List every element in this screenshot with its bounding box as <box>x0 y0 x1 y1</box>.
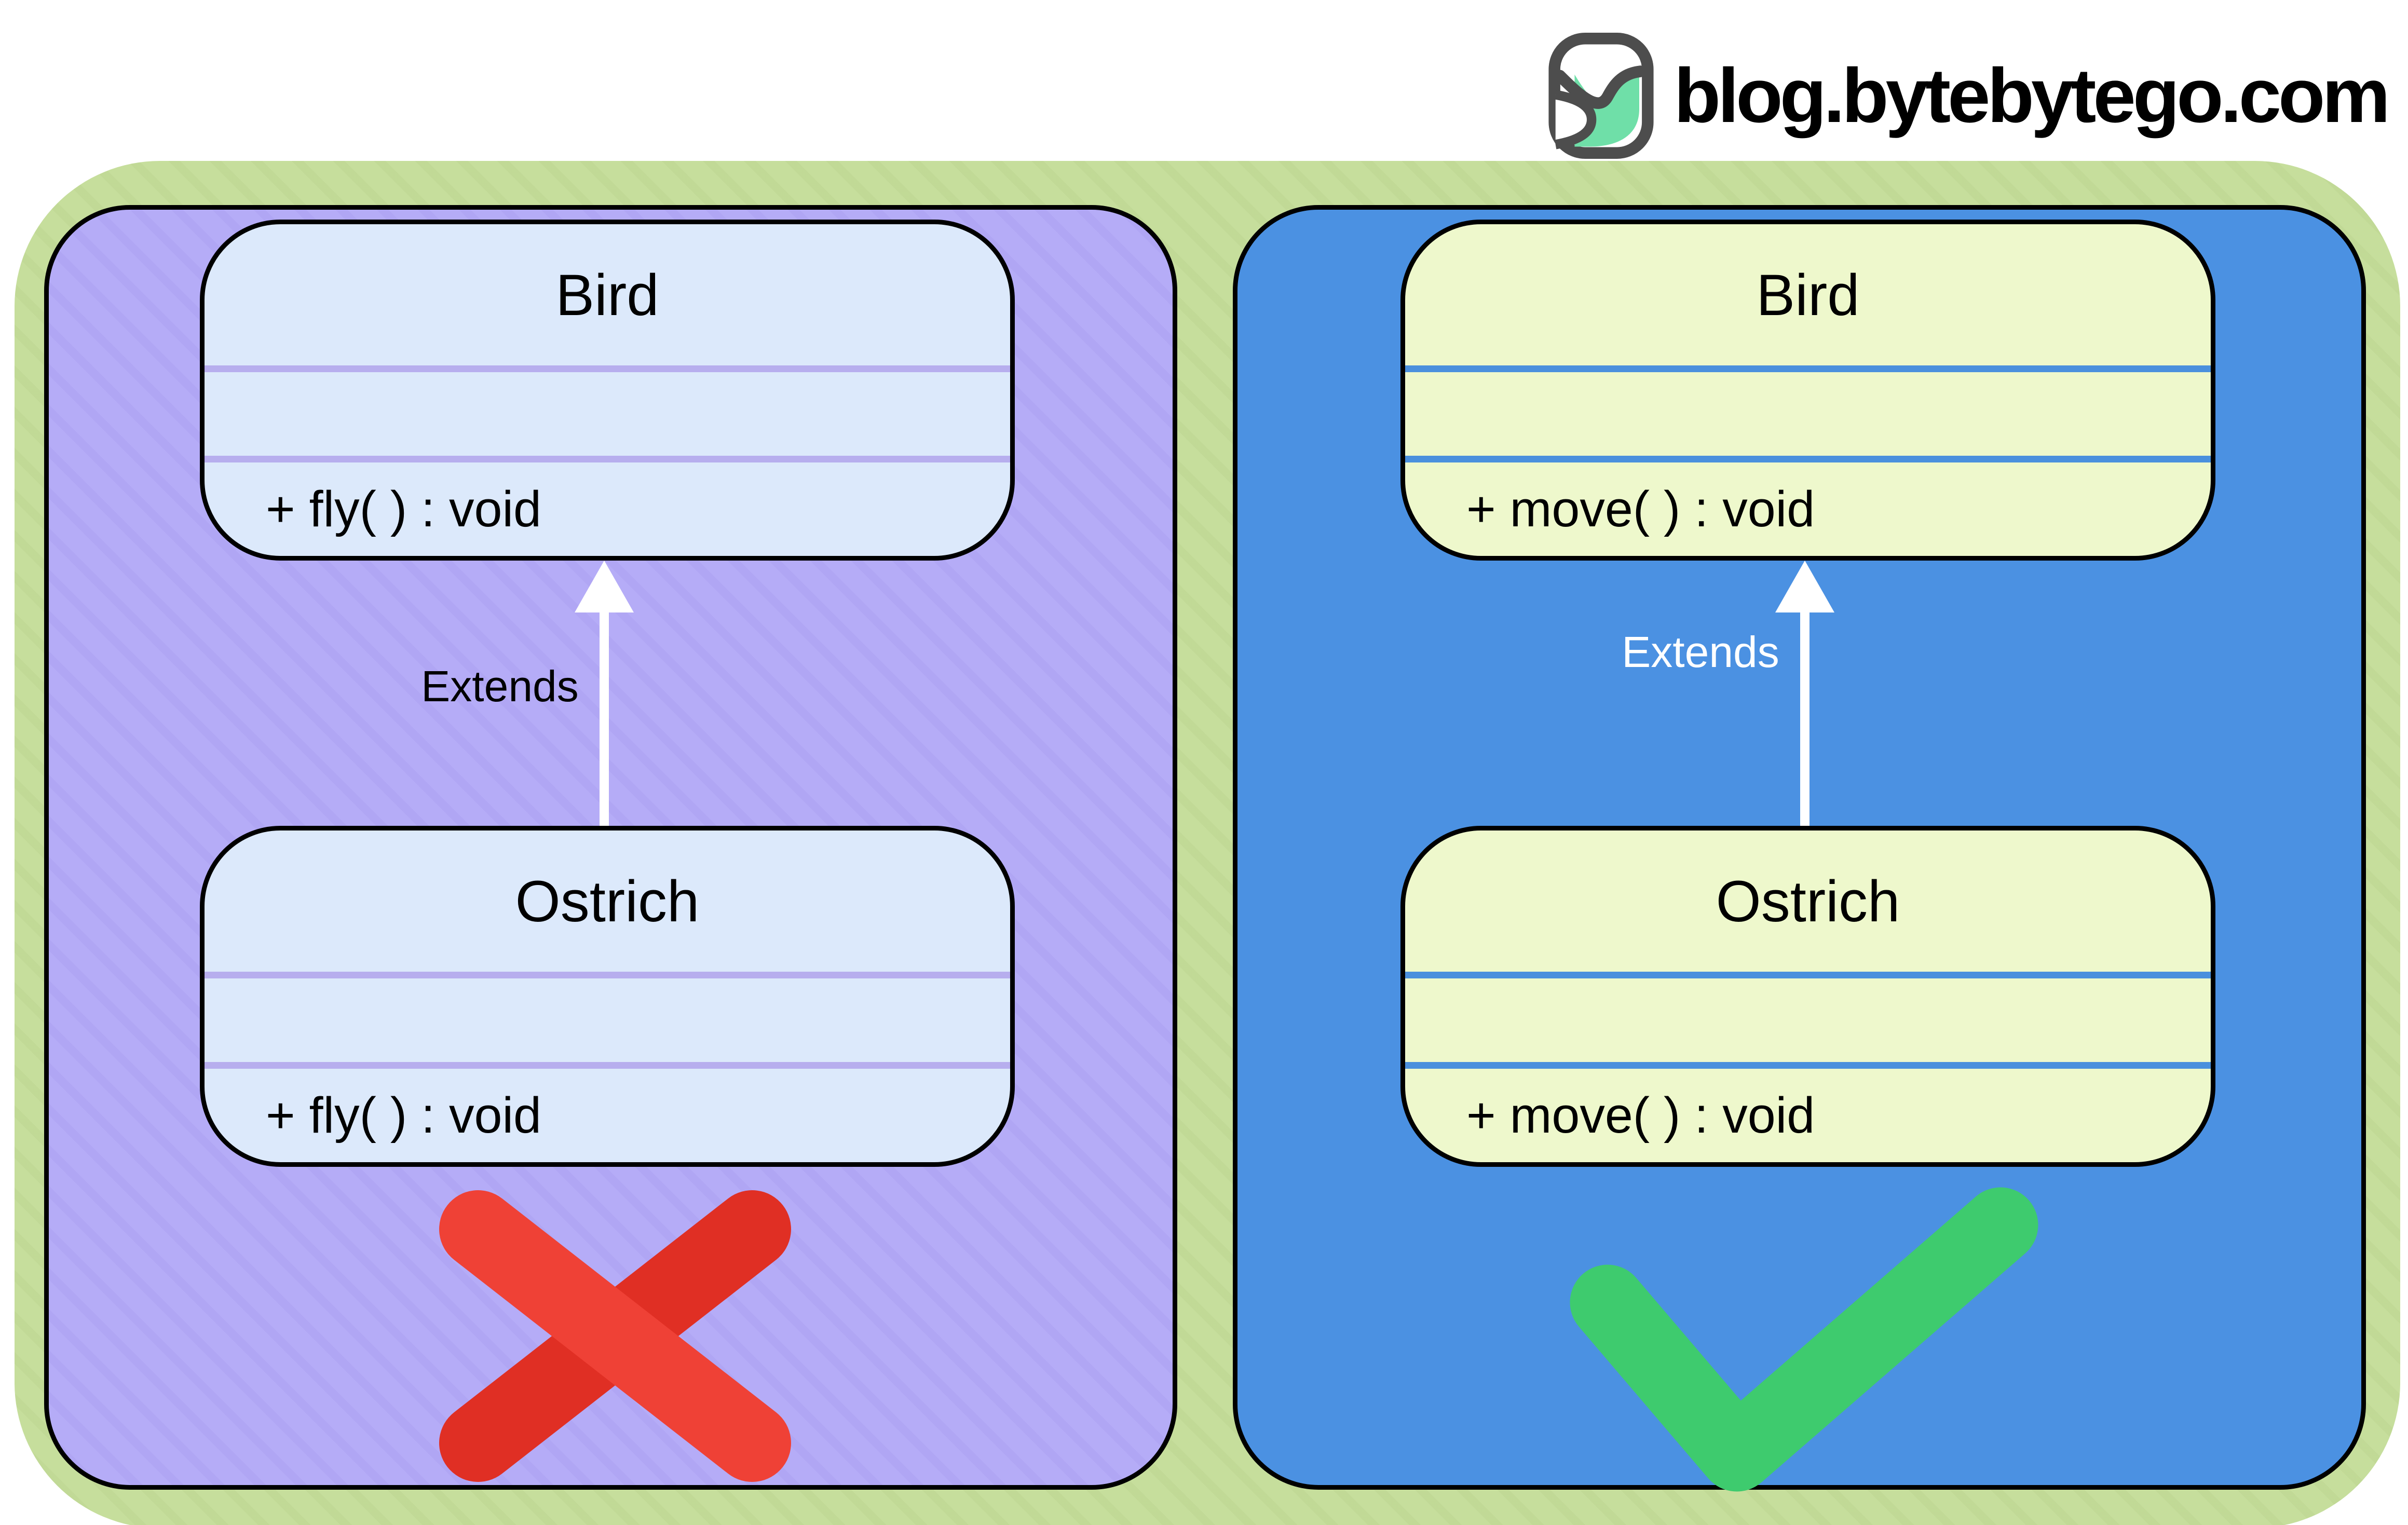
extends-label: Extends <box>1622 628 1779 676</box>
class-method: + move( ) : void <box>1466 1087 1815 1143</box>
class-box-ostrich-good: Ostrich + move( ) : void <box>1400 826 2215 1167</box>
class-title: Ostrich <box>1716 868 1900 934</box>
class-attributes-section <box>1405 365 2211 462</box>
class-method: + move( ) : void <box>1466 481 1815 537</box>
check-icon <box>1570 1187 2038 1492</box>
class-title: Ostrich <box>515 868 700 934</box>
class-box-ostrich-bad: Ostrich + fly( ) : void <box>200 826 1015 1167</box>
brand: blog.bytebytego.com <box>1548 32 2390 159</box>
panel-bad-example: Bird + fly( ) : void Extends Ostrich + f… <box>44 205 1177 1490</box>
bytebytego-logo-icon <box>1548 32 1654 159</box>
class-attributes-section <box>205 972 1010 1069</box>
inheritance-arrow-line <box>1800 610 1810 827</box>
diagram-frame: Bird + fly( ) : void Extends Ostrich + f… <box>15 161 2400 1525</box>
class-box-bird-bad: Bird + fly( ) : void <box>200 220 1015 561</box>
class-attributes-section <box>205 365 1010 462</box>
class-attributes-section <box>1405 972 2211 1069</box>
cross-icon <box>439 1190 791 1482</box>
class-method: + fly( ) : void <box>266 481 541 537</box>
class-box-bird-good: Bird + move( ) : void <box>1400 220 2215 561</box>
class-title: Bird <box>1756 262 1860 328</box>
class-method: + fly( ) : void <box>266 1087 541 1143</box>
brand-text: blog.bytebytego.com <box>1674 52 2390 139</box>
inheritance-arrow-head-icon <box>1775 561 1834 612</box>
extends-label: Extends <box>421 662 579 711</box>
inheritance-arrow-line <box>600 610 609 827</box>
inheritance-arrow-head-icon <box>575 561 634 612</box>
panel-good-example: Bird + move( ) : void Extends Ostrich + … <box>1233 205 2366 1492</box>
class-title: Bird <box>555 262 659 328</box>
